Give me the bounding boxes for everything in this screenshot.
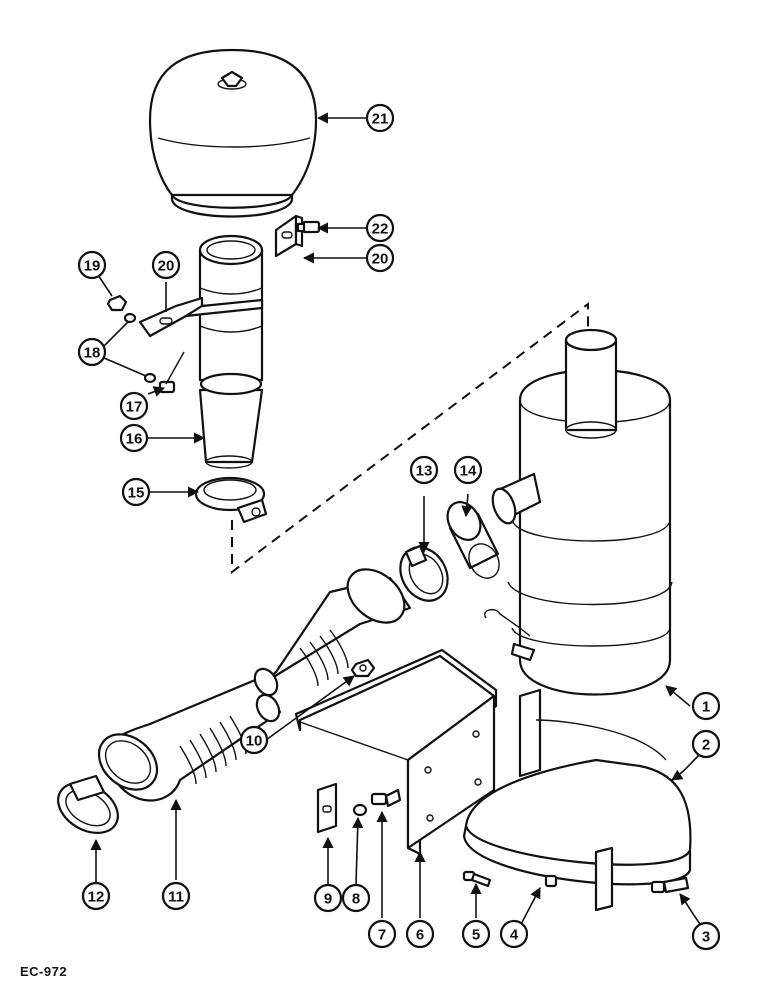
callout-1: 1 — [691, 691, 721, 721]
flexible-hose-11 — [97, 568, 412, 802]
intake-pipe — [198, 234, 264, 382]
bolt-22 — [296, 220, 321, 234]
nut-4 — [544, 874, 558, 888]
svg-text:2: 2 — [702, 737, 710, 754]
callout-3: 3 — [691, 921, 721, 951]
cap-bracket-right — [274, 214, 304, 258]
pipe-bracket-left — [138, 296, 264, 338]
svg-text:22: 22 — [372, 221, 389, 238]
callout-10: 10 — [239, 725, 269, 755]
sleeve-14 — [446, 501, 500, 579]
washer-18a — [123, 312, 137, 324]
callout-6: 6 — [405, 919, 435, 949]
callout-21: 21 — [365, 103, 395, 133]
nut-10 — [350, 658, 376, 678]
svg-text:3: 3 — [702, 929, 710, 946]
nut-19 — [106, 294, 128, 312]
svg-text:6: 6 — [416, 927, 424, 944]
precleaner-cap — [148, 48, 318, 218]
callout-12: 12 — [81, 881, 111, 911]
svg-text:14: 14 — [460, 463, 477, 480]
callout-4: 4 — [499, 919, 529, 949]
elbow-pipe-16 — [198, 372, 264, 469]
svg-text:21: 21 — [372, 111, 389, 128]
callout-5: 5 — [461, 919, 491, 949]
drawing-code: EC-972 — [20, 964, 68, 979]
callout-20-upper: 20 — [365, 243, 395, 273]
callout-18: 18 — [77, 337, 107, 367]
svg-text:8: 8 — [352, 891, 360, 908]
callout-15: 15 — [121, 477, 151, 507]
washer-18b — [143, 372, 157, 384]
svg-text:11: 11 — [168, 889, 184, 906]
bolt-3 — [650, 876, 690, 894]
svg-text:9: 9 — [324, 891, 332, 908]
callout-20-left: 20 — [151, 250, 181, 280]
leader-lines — [90, 112, 701, 931]
callout-8: 8 — [341, 883, 371, 913]
bolt-17 — [158, 351, 185, 394]
svg-text:10: 10 — [246, 733, 263, 750]
svg-text:19: 19 — [84, 258, 101, 275]
air-cleaner-body — [484, 328, 673, 696]
callout-2: 2 — [691, 729, 721, 759]
svg-text:4: 4 — [510, 927, 519, 944]
clamp-12 — [57, 774, 119, 834]
routing-line — [231, 301, 589, 575]
bolt-7 — [370, 788, 402, 808]
washer-8 — [352, 803, 368, 817]
callout-7: 7 — [367, 919, 397, 949]
mounting-band-2 — [462, 688, 692, 912]
callout-17: 17 — [119, 391, 149, 421]
clamp-15 — [194, 476, 268, 524]
svg-text:13: 13 — [416, 463, 433, 480]
svg-text:17: 17 — [126, 399, 143, 416]
callout-19: 19 — [77, 250, 107, 280]
clamp-13 — [399, 544, 449, 602]
svg-text:18: 18 — [84, 345, 101, 362]
callout-13: 13 — [409, 455, 439, 485]
callout-9: 9 — [313, 883, 343, 913]
callout-22: 22 — [365, 213, 395, 243]
svg-text:20: 20 — [372, 251, 389, 268]
svg-text:5: 5 — [472, 927, 480, 944]
svg-text:15: 15 — [128, 485, 145, 502]
svg-text:16: 16 — [126, 431, 143, 448]
svg-text:20: 20 — [158, 258, 175, 275]
bolt-5 — [462, 870, 492, 888]
callout-16: 16 — [119, 423, 149, 453]
callout-11: 11 — [161, 881, 191, 911]
svg-text:12: 12 — [88, 889, 105, 906]
callout-14: 14 — [453, 455, 483, 485]
svg-text:7: 7 — [378, 927, 386, 944]
strap-9 — [316, 782, 338, 834]
svg-text:1: 1 — [702, 699, 710, 716]
